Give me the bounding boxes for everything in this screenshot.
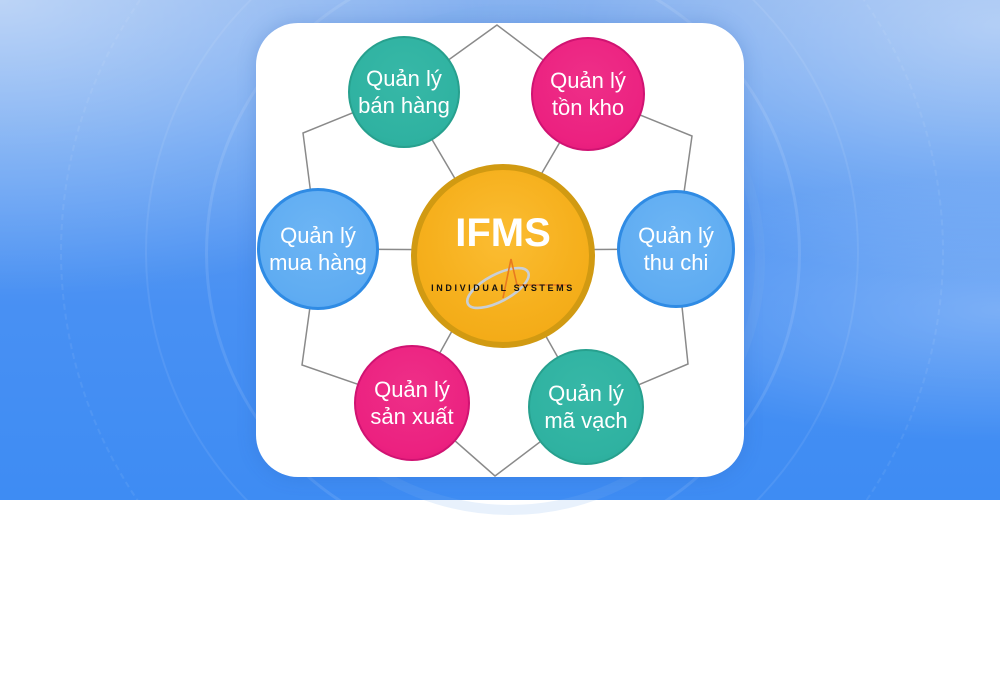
outer-ring-path [301,24,693,477]
node-label-line2: sản xuất [370,404,454,429]
logo-swoosh-icon [466,258,568,310]
node-quan-ly-mua-hang: Quản lý mua hàng [257,188,379,310]
node-quan-ly-ton-kho: Quản lý tồn kho [531,37,645,151]
node-label-line2: bán hàng [358,93,450,118]
hub-title: IFMS [455,211,551,255]
node-label-line1: Quản lý [638,223,714,248]
node-label-line1: Quản lý [280,223,356,248]
hub-subtitle: INDIVIDUAL SYSTEMS [431,283,575,293]
node-label-line2: mua hàng [269,250,367,275]
node-label-line1: Quản lý [550,68,626,93]
node-label-line2: thu chi [643,250,709,275]
node-label-line1: Quản lý [548,381,624,406]
node-label-line2: mã vạch [544,408,628,433]
node-quan-ly-ma-vach: Quản lý mã vạch [528,349,644,465]
node-quan-ly-san-xuat: Quản lý sản xuất [354,345,470,461]
node-quan-ly-thu-chi: Quản lý thu chi [617,190,735,308]
node-label-line2: tồn kho [551,95,625,120]
node-label-line1: Quản lý [374,377,450,402]
node-quan-ly-ban-hang: Quản lý bán hàng [348,36,460,148]
node-label-line1: Quản lý [366,66,442,91]
hub-node-ifms: IFMS INDIVIDUAL SYSTEMS [411,164,595,348]
